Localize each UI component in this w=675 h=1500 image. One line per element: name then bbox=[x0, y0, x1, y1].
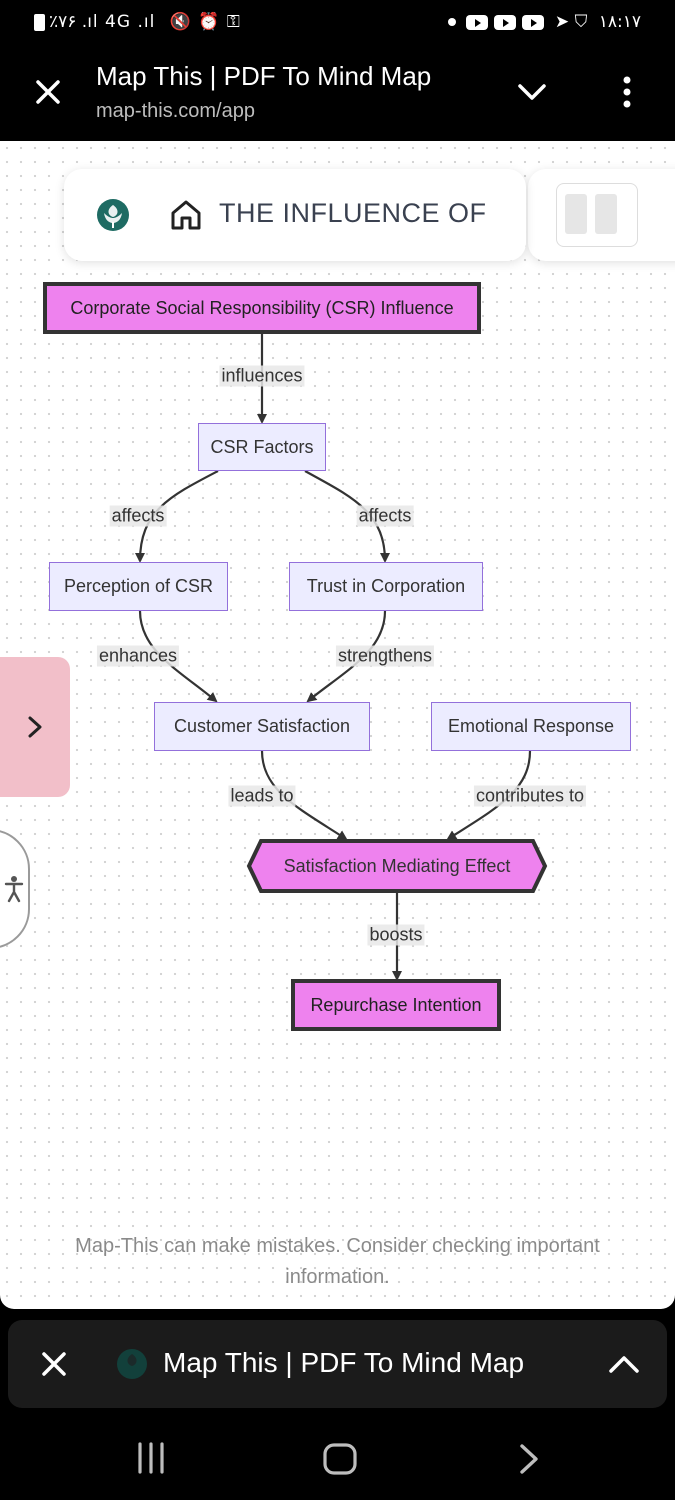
close-icon[interactable] bbox=[34, 1344, 74, 1384]
bottom-tab-strip: Map This | PDF To Mind Map bbox=[8, 1320, 667, 1408]
side-panel-toggle-button[interactable] bbox=[0, 657, 70, 797]
chevron-down-icon[interactable] bbox=[512, 72, 552, 112]
tab-title[interactable]: Map This | PDF To Mind Map bbox=[163, 1347, 525, 1378]
home-nav-icon[interactable] bbox=[322, 1442, 358, 1476]
logo-icon[interactable] bbox=[94, 196, 132, 234]
web-page: THE INFLUENCE OF Corporate Social Respon… bbox=[0, 141, 675, 1309]
node-csr-influence[interactable]: Corporate Social Responsibility (CSR) In… bbox=[43, 282, 481, 334]
close-icon[interactable] bbox=[28, 72, 68, 112]
vpn-key-icon: ⚿ bbox=[226, 12, 241, 32]
youtube-icon bbox=[521, 14, 544, 30]
edge-label-affects-left: affects bbox=[109, 505, 167, 527]
youtube-icon bbox=[493, 14, 516, 30]
alarm-icon: ⏰ bbox=[198, 12, 221, 32]
page-title: Map This | PDF To Mind Map bbox=[96, 61, 432, 91]
mediating-effect-shape bbox=[246, 839, 548, 893]
home-icon[interactable] bbox=[168, 197, 204, 233]
edge-label-affects-right: affects bbox=[356, 505, 414, 527]
status-signal-text: ٪۷۶ .ıl 4G .ıl bbox=[49, 12, 156, 32]
battery-icon bbox=[34, 13, 45, 31]
status-left-indicators: ٪۷۶ .ıl 4G .ıl 🔇 ⏰ ⚿ bbox=[34, 12, 241, 32]
node-perception-of-csr[interactable]: Perception of CSR bbox=[49, 562, 228, 611]
more-vertical-icon[interactable] bbox=[612, 72, 642, 112]
recents-icon[interactable] bbox=[134, 1442, 168, 1474]
status-right-indicators: ➤ ⛉ ۱۸:۱۷ bbox=[447, 12, 641, 32]
disclaimer-text: Map-This can make mistakes. Consider che… bbox=[75, 1235, 600, 1288]
mute-icon: 🔇 bbox=[169, 12, 192, 32]
edge-label-strengthens: strengthens bbox=[335, 645, 435, 667]
edge-label-contributes-to: contributes to bbox=[473, 785, 587, 807]
page-url[interactable]: map-this.com/app bbox=[96, 100, 255, 122]
edge-label-influences: influences bbox=[219, 365, 305, 387]
edge-label-leads-to: leads to bbox=[228, 785, 296, 807]
system-nav-bar bbox=[0, 1410, 675, 1500]
status-bar: ٪۷۶ .ıl 4G .ıl 🔇 ⏰ ⚿ ➤ ⛉ ۱۸:۱۷ bbox=[0, 0, 675, 50]
telegram-icon: ➤ bbox=[554, 12, 570, 32]
node-trust-in-corporation[interactable]: Trust in Corporation bbox=[289, 562, 483, 611]
node-csr-factors[interactable]: CSR Factors bbox=[198, 423, 326, 471]
back-icon[interactable] bbox=[514, 1442, 544, 1476]
edge-label-enhances: enhances bbox=[96, 645, 180, 667]
node-satisfaction-mediating-effect[interactable]: Satisfaction Mediating Effect bbox=[283, 855, 511, 876]
view-toggle[interactable] bbox=[556, 183, 638, 247]
browser-toolbar: Map This | PDF To Mind Map map-this.com/… bbox=[0, 50, 675, 138]
shield-icon: ⛉ bbox=[574, 12, 588, 32]
node-repurchase-intention[interactable]: Repurchase Intention bbox=[291, 979, 501, 1031]
node-customer-satisfaction[interactable]: Customer Satisfaction bbox=[154, 702, 370, 751]
map-header-card: THE INFLUENCE OF bbox=[64, 169, 526, 261]
youtube-icon bbox=[465, 14, 488, 30]
chevron-right-icon bbox=[28, 716, 42, 738]
toggle-right-pane bbox=[595, 194, 617, 234]
chevron-up-icon[interactable] bbox=[606, 1344, 642, 1384]
logo-icon bbox=[114, 1346, 150, 1382]
clock-time: ۱۸:۱۷ bbox=[598, 12, 641, 32]
toggle-left-pane bbox=[565, 194, 587, 234]
node-emotional-response[interactable]: Emotional Response bbox=[431, 702, 631, 751]
map-title: THE INFLUENCE OF bbox=[219, 198, 487, 228]
view-toggle-card bbox=[528, 169, 675, 261]
notification-dot-icon bbox=[447, 18, 456, 26]
accessibility-icon bbox=[4, 876, 24, 903]
edge-label-boosts: boosts bbox=[367, 924, 425, 946]
